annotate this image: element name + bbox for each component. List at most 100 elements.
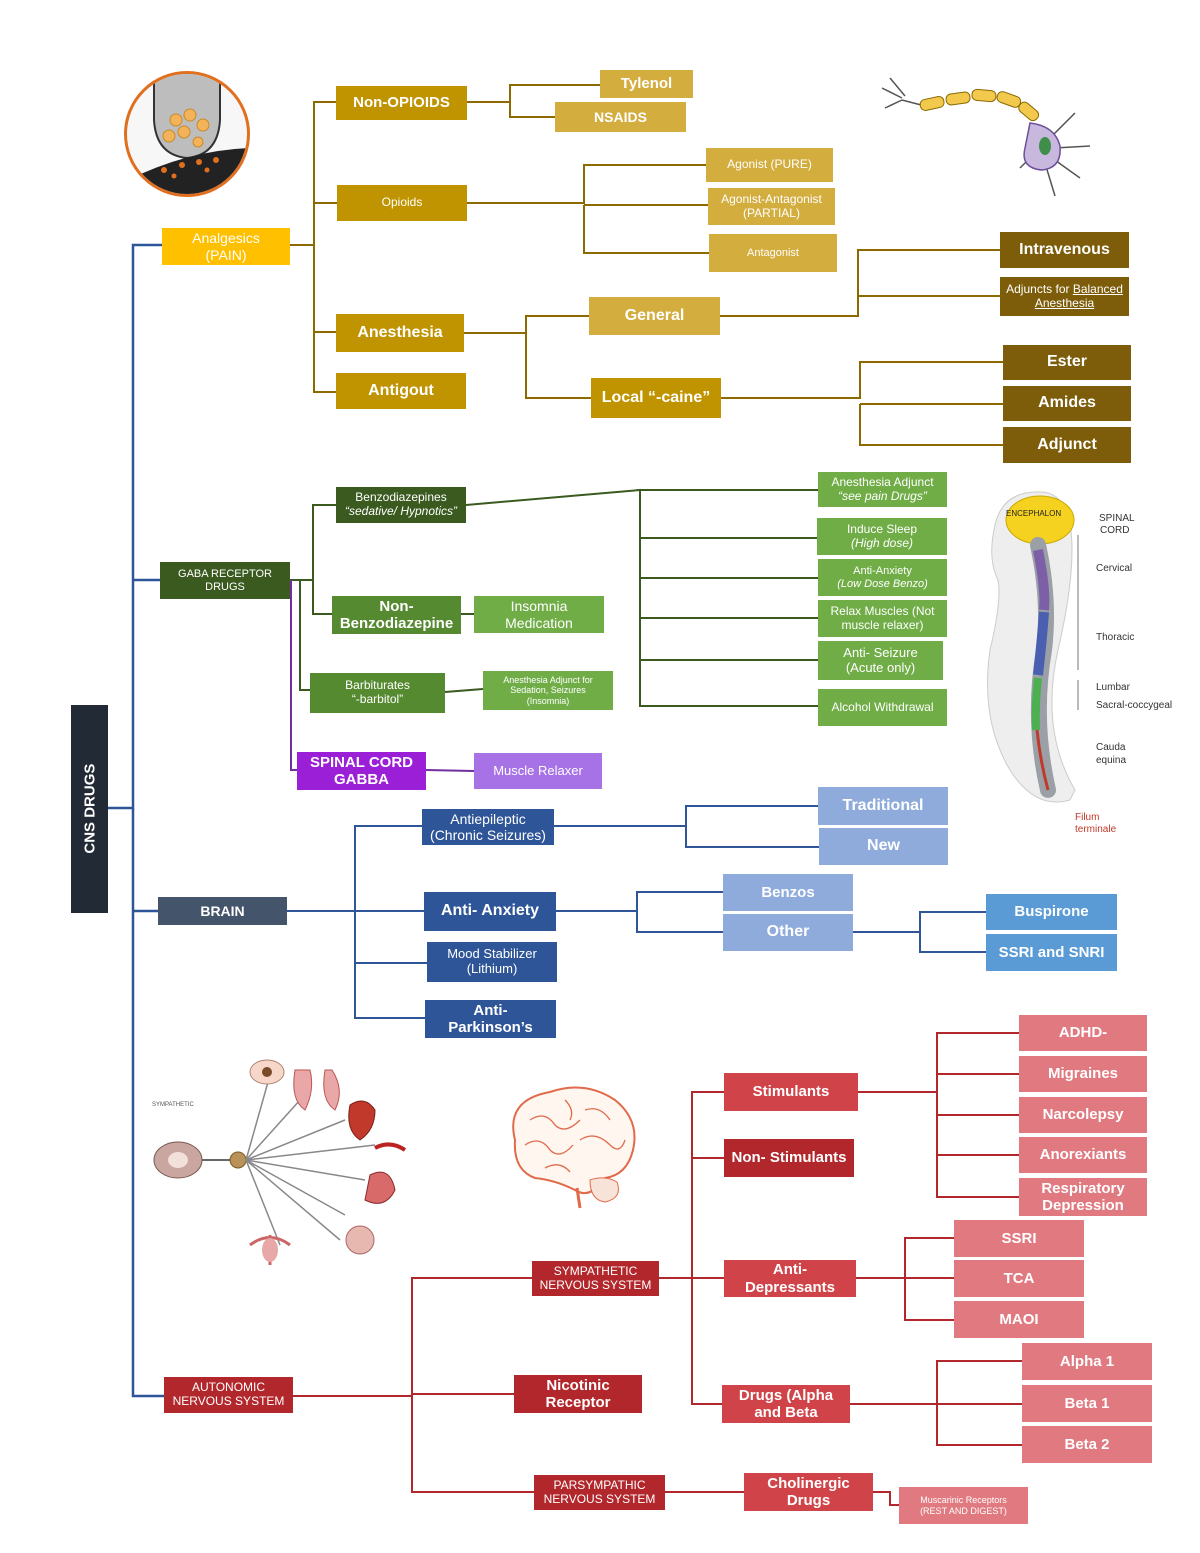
muscle-relaxer-node: Muscle Relaxer bbox=[474, 753, 602, 789]
adjuncts-prefix: Adjuncts for bbox=[1006, 281, 1073, 296]
narcolepsy-node: Narcolepsy bbox=[1019, 1097, 1147, 1133]
alpha1-node: Alpha 1 bbox=[1022, 1343, 1152, 1380]
nsaids-node: NSAIDS bbox=[555, 102, 686, 132]
cauda-label-1: Cauda bbox=[1096, 742, 1126, 753]
induce-sleep-line1: Induce Sleep bbox=[846, 521, 918, 536]
relax-muscles-node: Relax Muscles (Not muscle relaxer) bbox=[818, 600, 947, 637]
anti-parkinsons-line1: Anti- bbox=[473, 1001, 508, 1019]
root-node-cns-drugs: CNS DRUGS bbox=[71, 705, 108, 913]
autonomic-line2: NERVOUS SYSTEM bbox=[172, 1394, 285, 1408]
benzos-node: Benzos bbox=[723, 874, 853, 911]
spinal-connectors bbox=[290, 580, 475, 772]
lumbar-label: Lumbar bbox=[1096, 682, 1130, 693]
tca-label: TCA bbox=[1003, 1269, 1035, 1287]
traditional-node: Traditional bbox=[818, 787, 948, 825]
anti-parkinsons-node: Anti- Parkinson’s bbox=[425, 1000, 556, 1038]
anti-depressants-line2: Depressants bbox=[744, 1278, 836, 1296]
non-opioids-label: Non-OPIOIDS bbox=[353, 94, 450, 112]
agonist-antagonist-line2: (PARTIAL) bbox=[743, 205, 800, 220]
adhd-label: ADHD- bbox=[1058, 1024, 1108, 1042]
anti-anxiety-benzo-node: Anti-Anxiety (Low Dose Benzo) bbox=[818, 559, 947, 596]
nicotinic-line2: Receptor bbox=[545, 1394, 611, 1411]
buspirone-node: Buspirone bbox=[986, 894, 1117, 930]
general-anesthesia-node: General bbox=[589, 297, 720, 335]
spinal-gaba-line2: GABBA bbox=[334, 771, 389, 788]
anesthesia-node: Anesthesia bbox=[336, 314, 464, 352]
agonist-label: Agonist (PURE) bbox=[727, 157, 812, 172]
drugs-alpha-beta-line2: and Beta bbox=[754, 1404, 818, 1421]
analgesics-line1: Analgesics bbox=[192, 230, 260, 247]
stimulants-label: Stimulants bbox=[752, 1083, 830, 1101]
opioids-label: Opioids bbox=[381, 195, 423, 210]
cholinergic-line2: Drugs bbox=[786, 1492, 831, 1509]
adjuncts-balanced-node: Adjuncts for Balanced Anesthesia bbox=[1000, 277, 1129, 316]
mood-stabilizer-line1: Mood Stabilizer bbox=[447, 946, 537, 962]
barbiturates-line2: “-barbitol” bbox=[351, 692, 404, 706]
autonomic-line1: AUTONOMIC bbox=[191, 1380, 266, 1395]
ssri-label: SSRI bbox=[1001, 1229, 1037, 1247]
insomnia-medication-node: Insomnia Medication bbox=[474, 596, 604, 633]
adjunct-label: Adjunct bbox=[1037, 435, 1097, 453]
brain-label: BRAIN bbox=[200, 902, 245, 919]
anesthesia-label: Anesthesia bbox=[357, 323, 443, 341]
anorexiants-label: Anorexiants bbox=[1039, 1146, 1127, 1164]
cholinergic-line1: Cholinergic bbox=[767, 1474, 850, 1492]
agonist-antagonist-node: Agonist-Antagonist (PARTIAL) bbox=[708, 188, 835, 225]
barbiturate-uses-node: Anesthesia Adjunct for Sedation, Seizure… bbox=[483, 671, 613, 710]
ssri-snri-label: SSRI and SNRI bbox=[998, 943, 1105, 961]
sympathetic-node: SYMPATHETIC NERVOUS SYSTEM bbox=[532, 1261, 659, 1296]
barb-use-line1: Anesthesia Adjunct for bbox=[503, 674, 593, 685]
beta2-label: Beta 2 bbox=[1064, 1435, 1110, 1453]
analgesics-line2: (PAIN) bbox=[205, 246, 247, 263]
encephalon-label: ENCEPHALON bbox=[1006, 509, 1062, 518]
tca-node: TCA bbox=[954, 1260, 1084, 1297]
alpha1-label: Alpha 1 bbox=[1059, 1352, 1115, 1370]
relax-muscles-line2: muscle relaxer) bbox=[841, 617, 924, 632]
gaba-connectors bbox=[290, 488, 818, 707]
maoi-node: MAOI bbox=[954, 1301, 1084, 1338]
ester-label: Ester bbox=[1046, 353, 1088, 371]
mood-stabilizer-node: Mood Stabilizer (Lithium) bbox=[427, 942, 557, 982]
parasympathetic-line2: NERVOUS SYSTEM bbox=[543, 1491, 656, 1506]
anti-seizure-node: Anti- Seizure (Acute only) bbox=[818, 641, 943, 680]
tylenol-node: Tylenol bbox=[600, 70, 693, 98]
root-label: CNS DRUGS bbox=[80, 763, 98, 855]
stimulants-node: Stimulants bbox=[724, 1073, 858, 1111]
brain-node: BRAIN bbox=[158, 897, 287, 925]
amides-label: Amides bbox=[1038, 394, 1096, 412]
filum-label-1: Filum bbox=[1075, 812, 1100, 823]
antigout-label: Antigout bbox=[368, 381, 434, 399]
sacral-coccygeal-label: Sacral-coccygeal bbox=[1096, 700, 1173, 711]
spinal-cord-diagram-icon bbox=[987, 491, 1079, 803]
beta1-label: Beta 1 bbox=[1064, 1394, 1110, 1412]
muscle-relaxer-label: Muscle Relaxer bbox=[493, 762, 583, 778]
cauda-label-2: equina bbox=[1096, 755, 1127, 766]
benzodiazepines-node: Benzodiazepines “sedative/ Hypnotics” bbox=[336, 487, 466, 523]
non-opioids-node: Non-OPIOIDS bbox=[336, 86, 467, 120]
adjunct-node: Adjunct bbox=[1003, 427, 1131, 463]
spinal-cord-label-2: CORD bbox=[1100, 525, 1130, 536]
muscarinic-line1: Muscarinic Receptors bbox=[920, 1495, 1007, 1506]
sympathetic-line1: SYMPATHETIC bbox=[553, 1263, 638, 1278]
antagonist-label: Antagonist bbox=[747, 246, 799, 259]
anti-depressants-node: Anti- Depressants bbox=[724, 1260, 856, 1297]
agonist-pure-node: Agonist (PURE) bbox=[706, 148, 833, 182]
barb-use-line3: (Insomnia) bbox=[526, 695, 570, 706]
resp-depression-line1: Respiratory bbox=[1041, 1179, 1125, 1197]
nicotinic-line1: Nicotinic bbox=[546, 1376, 610, 1394]
adjuncts-balanced-word: Balanced bbox=[1072, 281, 1123, 296]
thoracic-label: Thoracic bbox=[1096, 632, 1135, 643]
narcolepsy-label: Narcolepsy bbox=[1042, 1106, 1124, 1124]
spinal-cord-gabba-node: SPINAL CORD GABBA bbox=[297, 752, 426, 790]
ester-node: Ester bbox=[1003, 345, 1131, 380]
parasympathetic-node: PARSYMPATHIC NERVOUS SYSTEM bbox=[534, 1475, 665, 1510]
anti-anxiety-benzo-line1: Anti-Anxiety bbox=[853, 564, 912, 577]
cholinergic-drugs-node: Cholinergic Drugs bbox=[744, 1473, 873, 1511]
antagonist-node: Antagonist bbox=[709, 234, 837, 272]
intravenous-node: Intravenous bbox=[1000, 232, 1129, 268]
brain-illustration-icon bbox=[512, 1086, 636, 1209]
neuron-illustration-icon bbox=[881, 77, 1091, 197]
sympathetic-line2: NERVOUS SYSTEM bbox=[539, 1277, 652, 1292]
other-node: Other bbox=[723, 914, 853, 951]
